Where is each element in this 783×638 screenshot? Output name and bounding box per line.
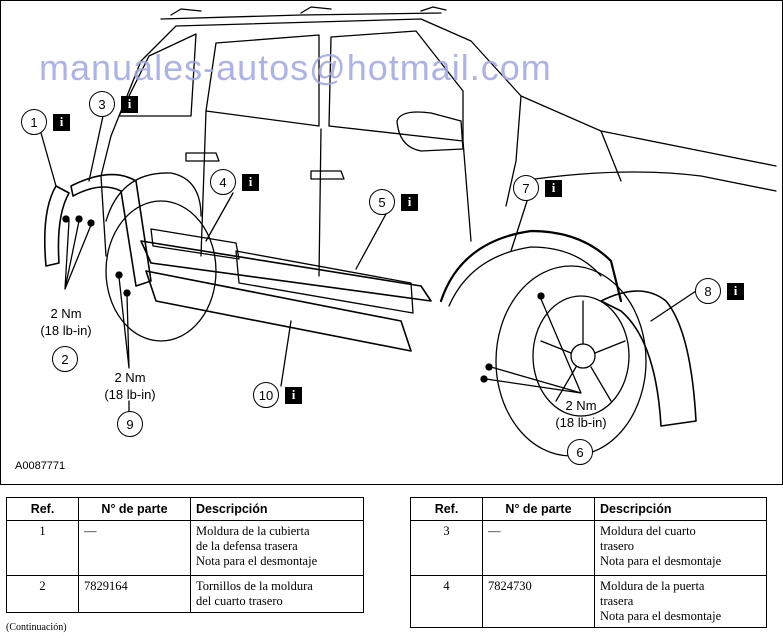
cell-ref: 4	[410, 575, 483, 628]
callout-number: 7	[513, 175, 539, 201]
parts-table-left: Ref. N° de parte Descripción 1 — Moldura…	[6, 497, 364, 613]
info-icon: i	[545, 179, 562, 197]
callout-5: 5 i	[369, 189, 418, 215]
callout-number: 3	[89, 91, 115, 117]
torque-lbin: (18 lb-in)	[104, 387, 156, 402]
header-desc: Descripción	[594, 497, 767, 521]
torque-lbin: (18 lb-in)	[555, 415, 607, 430]
header-part: N° de parte	[482, 497, 595, 521]
watermark-text: manuales-autos@hotmail.com	[39, 47, 552, 88]
info-icon: i	[727, 282, 744, 300]
figure-id: A0087771	[15, 460, 66, 472]
callout-number: 4	[210, 169, 236, 195]
desc-line: Moldura del cuarto	[600, 524, 696, 538]
vehicle-line-art	[40, 6, 777, 457]
table-header-row: Ref. N° de parte Descripción	[6, 497, 364, 521]
callout-9: 9	[117, 411, 143, 437]
table-row: 1 — Moldura de la cubierta de la defensa…	[6, 520, 364, 576]
table-row: 4 7824730 Moldura de la puerta trasera N…	[410, 575, 767, 628]
exploded-view-diagram: manuales-autos@hotmail.com 1 i 3 i 4 i 5…	[0, 0, 783, 485]
callout-number: 9	[117, 411, 143, 437]
callout-7: 7 i	[513, 175, 562, 201]
callout-10: 10 i	[253, 382, 302, 408]
desc-line: Tornillos de la moldura	[196, 579, 313, 593]
desc-line: Moldura de la cubierta	[196, 524, 310, 538]
cell-desc: Tornillos de la moldura del cuarto trase…	[190, 575, 364, 613]
torque-nm: 2 Nm	[565, 398, 597, 413]
callout-number: 1	[21, 109, 47, 135]
parts-table-right: Ref. N° de parte Descripción 3 — Moldura…	[410, 497, 767, 628]
cell-part: 7824730	[482, 575, 595, 628]
callout-number: 5	[369, 189, 395, 215]
torque-spec-6: 2 Nm (18 lb-in)	[545, 397, 617, 431]
desc-line: Nota para el desmontaje	[600, 609, 722, 623]
torque-lbin: (18 lb-in)	[40, 323, 92, 338]
cell-ref: 3	[410, 520, 483, 576]
continued-note: (Continuación)	[6, 622, 67, 633]
header-part: N° de parte	[78, 497, 191, 521]
torque-nm: 2 Nm	[114, 370, 146, 385]
callout-1: 1 i	[21, 109, 70, 135]
cell-ref: 1	[6, 520, 79, 576]
callout-number: 6	[567, 439, 593, 465]
info-icon: i	[285, 386, 302, 404]
torque-spec-9: 2 Nm (18 lb-in)	[94, 369, 166, 403]
cell-part: —	[78, 520, 191, 576]
callout-number: 10	[253, 382, 279, 408]
torque-spec-2: 2 Nm (18 lb-in)	[31, 305, 101, 339]
cell-desc: Moldura de la cubierta de la defensa tra…	[190, 520, 364, 576]
callout-8: 8 i	[695, 278, 744, 304]
cell-ref: 2	[6, 575, 79, 613]
callout-2: 2	[52, 346, 78, 372]
table-row: 2 7829164 Tornillos de la moldura del cu…	[6, 575, 364, 613]
table-row: 3 — Moldura del cuarto trasero Nota para…	[410, 520, 767, 576]
desc-line: Nota para el desmontaje	[600, 554, 722, 568]
info-icon: i	[53, 113, 70, 131]
header-ref: Ref.	[6, 497, 79, 521]
cell-desc: Moldura del cuarto trasero Nota para el …	[594, 520, 767, 576]
torque-nm: 2 Nm	[50, 306, 82, 321]
info-icon: i	[401, 193, 418, 211]
callout-6: 6	[567, 439, 593, 465]
desc-line: de la defensa trasera	[196, 539, 298, 553]
info-icon: i	[121, 95, 138, 113]
info-icon: i	[242, 173, 259, 191]
cell-part: —	[482, 520, 595, 576]
callout-number: 8	[695, 278, 721, 304]
header-desc: Descripción	[190, 497, 364, 521]
callout-4: 4 i	[210, 169, 259, 195]
desc-line: Moldura de la puerta	[600, 579, 705, 593]
desc-line: trasera	[600, 594, 634, 608]
desc-line: Nota para el desmontaje	[196, 554, 318, 568]
callout-number: 2	[52, 346, 78, 372]
cell-desc: Moldura de la puerta trasera Nota para e…	[594, 575, 767, 628]
header-ref: Ref.	[410, 497, 483, 521]
cell-part: 7829164	[78, 575, 191, 613]
desc-line: del cuarto trasero	[196, 594, 283, 608]
desc-line: trasero	[600, 539, 635, 553]
table-header-row: Ref. N° de parte Descripción	[410, 497, 767, 521]
callout-3: 3 i	[89, 91, 138, 117]
